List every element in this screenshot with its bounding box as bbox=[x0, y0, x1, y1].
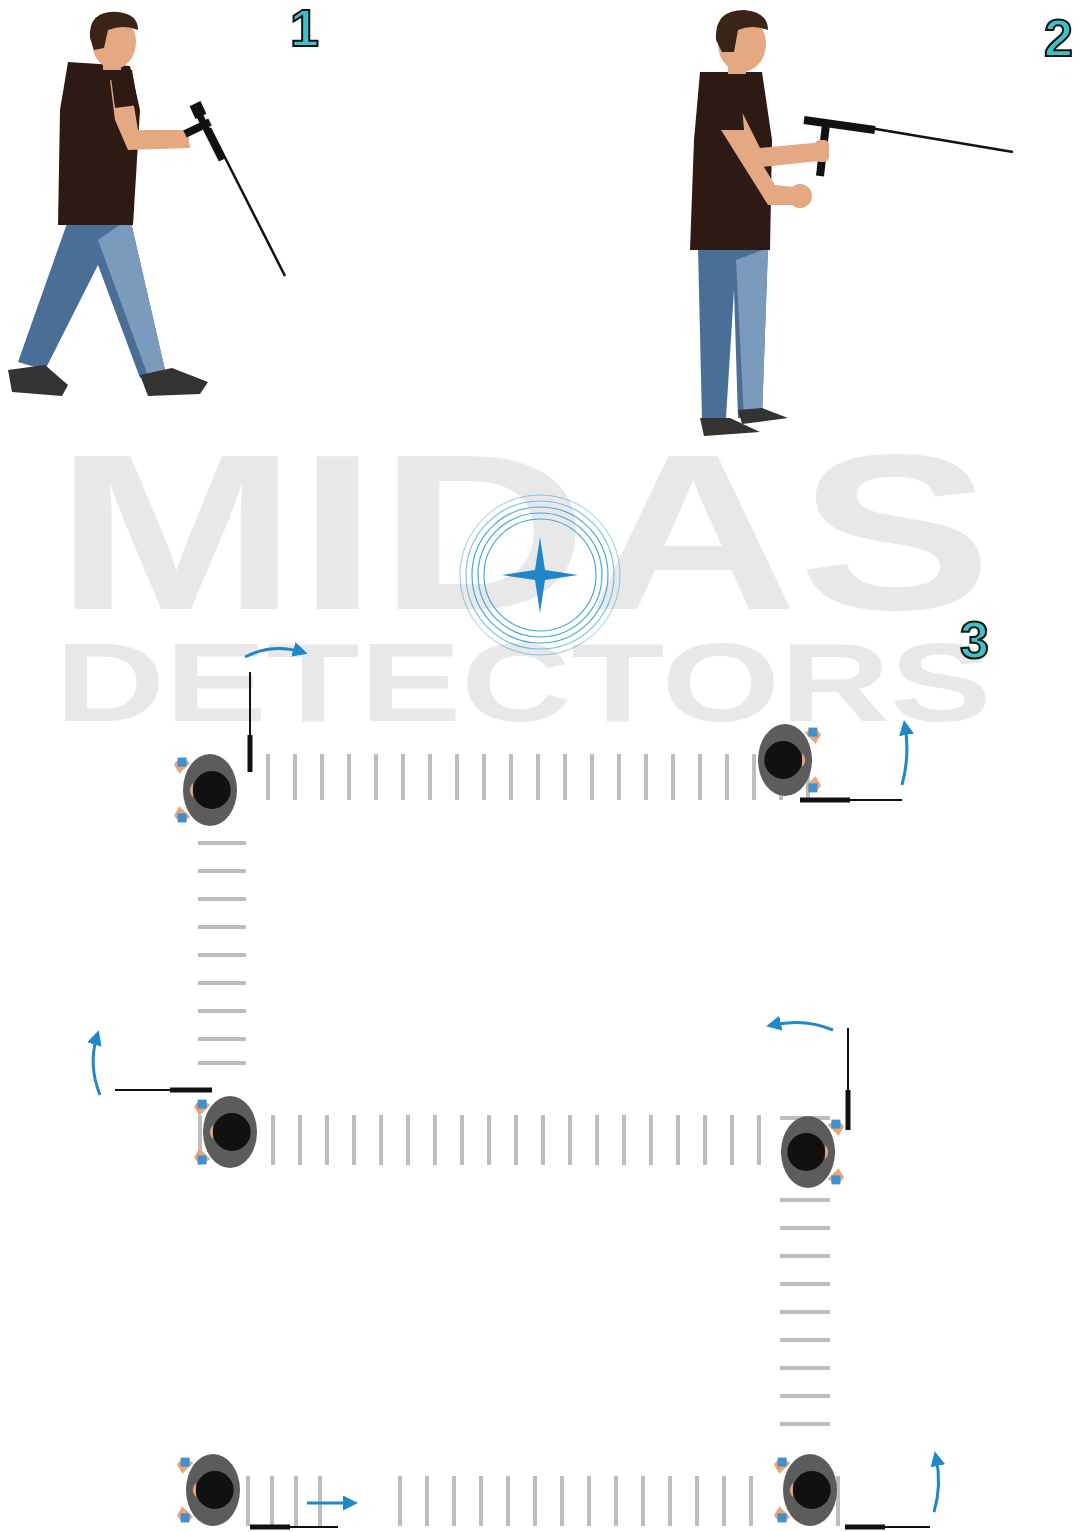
walk-path bbox=[198, 754, 838, 1526]
shoe bbox=[8, 365, 68, 396]
callout-number: 2 bbox=[1044, 12, 1073, 64]
hand bbox=[815, 140, 829, 162]
detector-handle bbox=[800, 798, 850, 803]
detector-cap bbox=[190, 101, 207, 119]
detector-rod bbox=[870, 128, 1013, 152]
motion-arrows bbox=[93, 648, 938, 1512]
hair bbox=[90, 12, 138, 50]
sleeve bbox=[110, 70, 138, 108]
hair bbox=[716, 10, 768, 52]
detector-body bbox=[804, 120, 875, 130]
detector-rod bbox=[210, 128, 285, 276]
operator-top-view bbox=[177, 1454, 240, 1526]
top-view-operators bbox=[115, 672, 930, 1527]
sleeve bbox=[712, 80, 744, 130]
operator-top-view bbox=[781, 1116, 844, 1188]
detector-rod bbox=[250, 1526, 338, 1528]
operator-top-view bbox=[774, 1454, 837, 1526]
operator-top-view bbox=[174, 754, 237, 826]
jeans bbox=[18, 215, 165, 378]
sweep-arrow bbox=[93, 1036, 100, 1095]
fist bbox=[788, 184, 812, 208]
detector-handle bbox=[170, 1088, 212, 1093]
detector-grip bbox=[185, 122, 210, 134]
path-ticks bbox=[198, 843, 246, 1063]
direction-arrow bbox=[307, 1502, 352, 1505]
operator-top-view bbox=[758, 724, 821, 796]
watermark: MIDAS bbox=[55, 421, 992, 643]
detector-rod bbox=[847, 1028, 849, 1130]
shoe bbox=[140, 368, 208, 396]
detector-handle bbox=[248, 735, 253, 772]
detector-handle bbox=[198, 112, 222, 160]
jeans-highlight bbox=[736, 248, 768, 418]
sweep-arrow bbox=[772, 1022, 833, 1030]
sweep-arrow bbox=[934, 1457, 939, 1512]
jeans-highlight bbox=[98, 218, 165, 376]
path-ticks bbox=[268, 754, 808, 800]
jeans bbox=[698, 248, 768, 420]
detector-handle bbox=[846, 1090, 851, 1130]
path-ticks bbox=[248, 1476, 838, 1526]
callout-number: 1 bbox=[290, 2, 319, 54]
detector-handle bbox=[250, 1525, 290, 1530]
watermark: DETECTORS bbox=[55, 627, 992, 739]
path-ticks bbox=[200, 1115, 759, 1165]
walking-operator bbox=[8, 12, 285, 396]
callout-number: 3 bbox=[960, 614, 989, 666]
detector-rod bbox=[800, 799, 902, 801]
detector-rod bbox=[845, 1526, 930, 1528]
standing-operator bbox=[690, 10, 1013, 436]
detector-handle bbox=[845, 1525, 885, 1530]
operator-top-view bbox=[194, 1096, 257, 1168]
